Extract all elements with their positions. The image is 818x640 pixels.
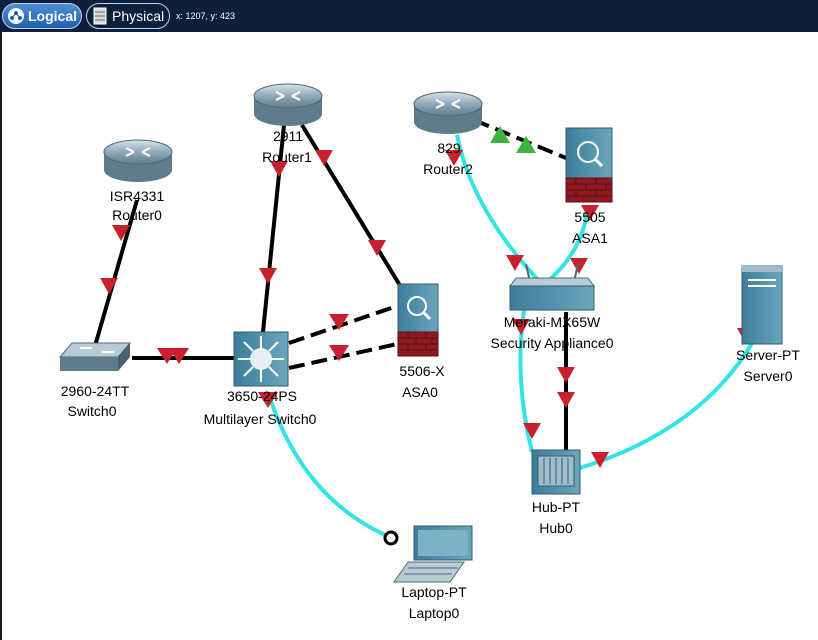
link-down-indicator bbox=[169, 348, 189, 364]
tab-physical-label: Physical bbox=[112, 8, 165, 24]
link-mlswitch0-laptop0[interactable] bbox=[266, 391, 393, 540]
link-router2-meraki[interactable] bbox=[455, 134, 542, 284]
link-status-indicators bbox=[100, 126, 755, 546]
firewall-icon bbox=[397, 283, 439, 357]
link-mlswitch0-asa0-b[interactable] bbox=[288, 342, 398, 370]
device-name-label: Laptop0 bbox=[409, 605, 460, 621]
link-down-indicator bbox=[512, 319, 530, 335]
link-endpoint-marker bbox=[383, 530, 399, 546]
tab-logical-label: Logical bbox=[28, 8, 78, 24]
link-down-indicator bbox=[445, 150, 463, 166]
link-down-indicator bbox=[112, 225, 130, 241]
laptop-icon bbox=[393, 525, 473, 583]
link-down-indicator bbox=[557, 367, 575, 383]
device-model-label: Laptop-PT bbox=[401, 584, 467, 600]
link-down-indicator bbox=[368, 240, 386, 256]
device-model-label: Meraki-MX65W bbox=[504, 314, 601, 330]
device-hub0[interactable]: Hub-PT Hub0 bbox=[531, 449, 581, 536]
link-down-indicator bbox=[258, 392, 278, 408]
device-router1[interactable]: 2911 Router1 bbox=[253, 83, 323, 165]
link-hub0-server0[interactable] bbox=[579, 338, 756, 470]
link-down-indicator bbox=[315, 150, 333, 166]
link-down-indicator bbox=[506, 255, 524, 271]
link-down-indicator bbox=[270, 161, 288, 177]
top-toolbar: Logical Physical x: 1207, y: 423 bbox=[0, 0, 818, 32]
link-up-indicator bbox=[490, 126, 510, 143]
link-router0-switch0[interactable] bbox=[93, 199, 139, 347]
device-model-label: 2911 bbox=[273, 128, 303, 144]
link-down-indicator bbox=[581, 205, 599, 221]
device-model-label: 5506-X bbox=[399, 363, 445, 379]
device-asa0[interactable]: 5506-X ASA0 bbox=[397, 283, 445, 400]
multilayer-switch-icon bbox=[233, 331, 289, 387]
physical-rack-icon bbox=[93, 7, 107, 25]
device-name-label: Router0 bbox=[112, 207, 162, 223]
device-name-label: Router1 bbox=[262, 149, 312, 165]
device-model-label: 2960-24TT bbox=[61, 383, 130, 399]
device-name-label: Security Appliance0 bbox=[491, 335, 614, 351]
device-model-label: Server-PT bbox=[736, 347, 800, 363]
tab-logical[interactable]: Logical bbox=[2, 3, 82, 29]
link-down-indicator bbox=[570, 258, 588, 274]
device-model-label: 5505 bbox=[574, 209, 605, 225]
device-meraki[interactable]: Meraki-MX65W Security Appliance0 bbox=[491, 263, 614, 351]
switch-icon bbox=[58, 342, 132, 371]
device-name-label: ASA1 bbox=[572, 230, 608, 246]
device-model-label: Hub-PT bbox=[532, 499, 581, 515]
hub-icon bbox=[531, 449, 581, 495]
link-mlswitch0-asa0-a[interactable] bbox=[288, 304, 398, 345]
device-name-label: ASA0 bbox=[402, 384, 438, 400]
link-down-indicator bbox=[259, 268, 277, 284]
device-laptop0[interactable]: Laptop-PT Laptop0 bbox=[393, 525, 473, 621]
link-router2-asa1[interactable] bbox=[473, 118, 567, 160]
device-model-label: 3650-24PS bbox=[227, 388, 297, 404]
device-model-label: ISR4331 bbox=[110, 188, 165, 204]
tab-physical[interactable]: Physical bbox=[86, 3, 170, 29]
device-router0[interactable]: ISR4331 Router0 bbox=[103, 139, 173, 223]
link-down-indicator bbox=[557, 392, 575, 408]
device-model-label: 829 bbox=[437, 140, 461, 156]
firewall-icon bbox=[565, 127, 613, 203]
security-appliance-icon bbox=[509, 263, 595, 311]
device-name-label: Router2 bbox=[423, 161, 473, 177]
device-router2[interactable]: 829 Router2 bbox=[413, 91, 483, 177]
device-asa1[interactable]: 5505 ASA1 bbox=[565, 127, 613, 246]
topology-canvas[interactable]: ISR4331 Router0 2911 Router1 829 Router2 bbox=[2, 32, 818, 640]
device-server0[interactable]: Server-PT Server0 bbox=[736, 265, 800, 384]
device-name-label: Switch0 bbox=[67, 403, 116, 419]
logical-workspace[interactable]: ISR4331 Router0 2911 Router1 829 Router2 bbox=[0, 32, 818, 640]
link-down-indicator bbox=[591, 452, 609, 468]
link-down-indicator bbox=[329, 314, 349, 330]
device-mlswitch0[interactable]: 3650-24PS Multilayer Switch0 bbox=[204, 331, 317, 427]
logical-topology-icon bbox=[8, 8, 24, 24]
device-name-label: Server0 bbox=[743, 368, 792, 384]
router-icon bbox=[103, 139, 173, 182]
router-icon bbox=[253, 83, 323, 126]
device-name-label: Multilayer Switch0 bbox=[204, 411, 317, 427]
device-name-label: Hub0 bbox=[539, 520, 573, 536]
server-icon bbox=[741, 265, 783, 345]
link-router1-mlswitch0[interactable] bbox=[261, 124, 286, 333]
link-down-indicator bbox=[523, 423, 541, 439]
link-up-indicator bbox=[516, 136, 536, 153]
link-down-indicator bbox=[100, 278, 118, 294]
device-switch0[interactable]: 2960-24TT Switch0 bbox=[58, 342, 132, 419]
cursor-coordinates: x: 1207, y: 423 bbox=[176, 11, 236, 21]
link-down-indicator bbox=[329, 345, 349, 361]
router-icon bbox=[413, 91, 483, 134]
links bbox=[93, 118, 756, 540]
